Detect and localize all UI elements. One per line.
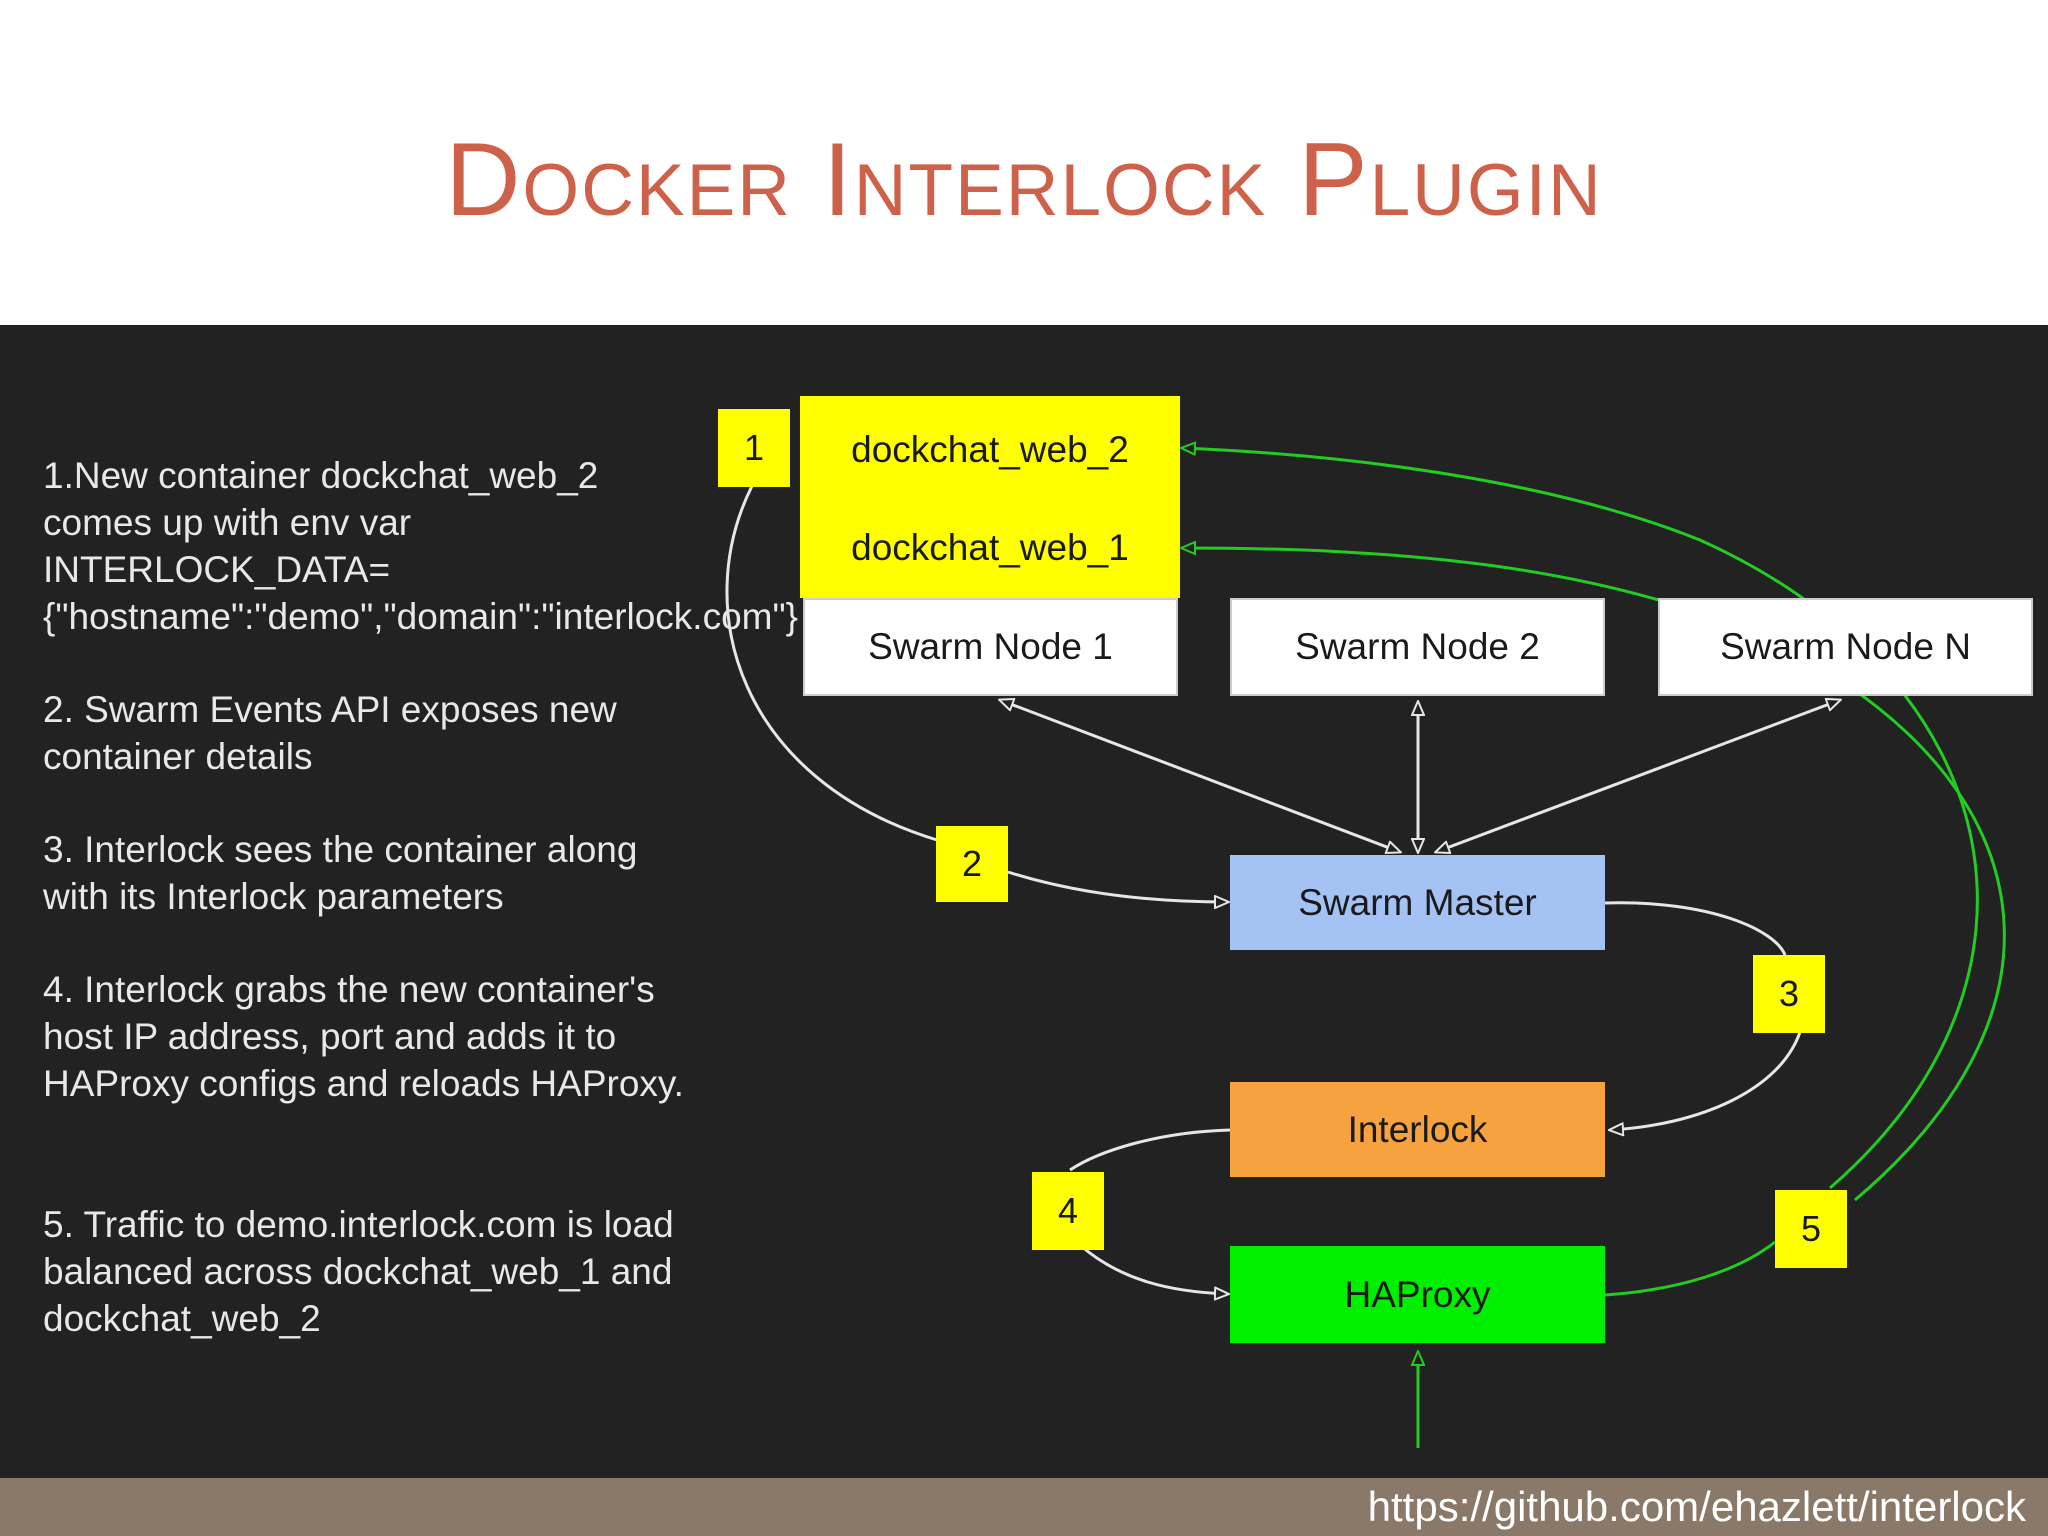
container-dockchat-web-2: dockchat_web_2: [851, 429, 1129, 470]
wire-1-to-2: [725, 485, 938, 842]
interlock-box: Interlock: [1230, 1082, 1605, 1177]
step-1-text: 1.New container dockchat_web_2 comes up …: [43, 455, 798, 637]
badge-4: 4: [1032, 1172, 1104, 1250]
badge-2: 2: [936, 826, 1008, 902]
swarm-node-2: Swarm Node 2: [1230, 598, 1605, 696]
swarm-node-n: Swarm Node N: [1658, 598, 2033, 696]
wire-master-to-3: [1604, 901, 1787, 956]
wire-haproxy-to-5: [1604, 1240, 1776, 1297]
wire-4-to-haproxy: [1079, 1243, 1228, 1294]
badge-1: 1: [718, 409, 790, 487]
slide-title: Docker Interlock Plugin: [445, 122, 1603, 238]
footer-bar: [0, 1478, 2048, 1536]
wire-node1-master: [1000, 700, 1400, 852]
step-4-text: 4. Interlock grabs the new container's h…: [43, 969, 684, 1104]
containers-box: [800, 396, 1180, 598]
swarm-master: Swarm Master: [1230, 855, 1605, 950]
step-5-text: 5. Traffic to demo.interlock.com is load…: [43, 1204, 674, 1339]
haproxy-box: HAProxy: [1230, 1246, 1605, 1343]
step-3-text: 3. Interlock sees the container along wi…: [43, 829, 638, 917]
footer-url: https://github.com/ehazlett/interlock: [1367, 1483, 2026, 1530]
wire-3-to-interlock: [1610, 1031, 1802, 1130]
badge-3: 3: [1753, 955, 1825, 1033]
wire-nodeN-master: [1436, 700, 1840, 852]
wire-5-to-web2: [1182, 448, 1979, 1190]
container-dockchat-web-1: dockchat_web_1: [851, 527, 1129, 568]
badge-5: 5: [1775, 1190, 1847, 1268]
wire-interlock-to-4: [1069, 1128, 1231, 1172]
wire-2-to-master: [1007, 870, 1228, 902]
swarm-node-1: Swarm Node 1: [803, 598, 1178, 696]
step-2-text: 2. Swarm Events API exposes new containe…: [43, 689, 617, 777]
